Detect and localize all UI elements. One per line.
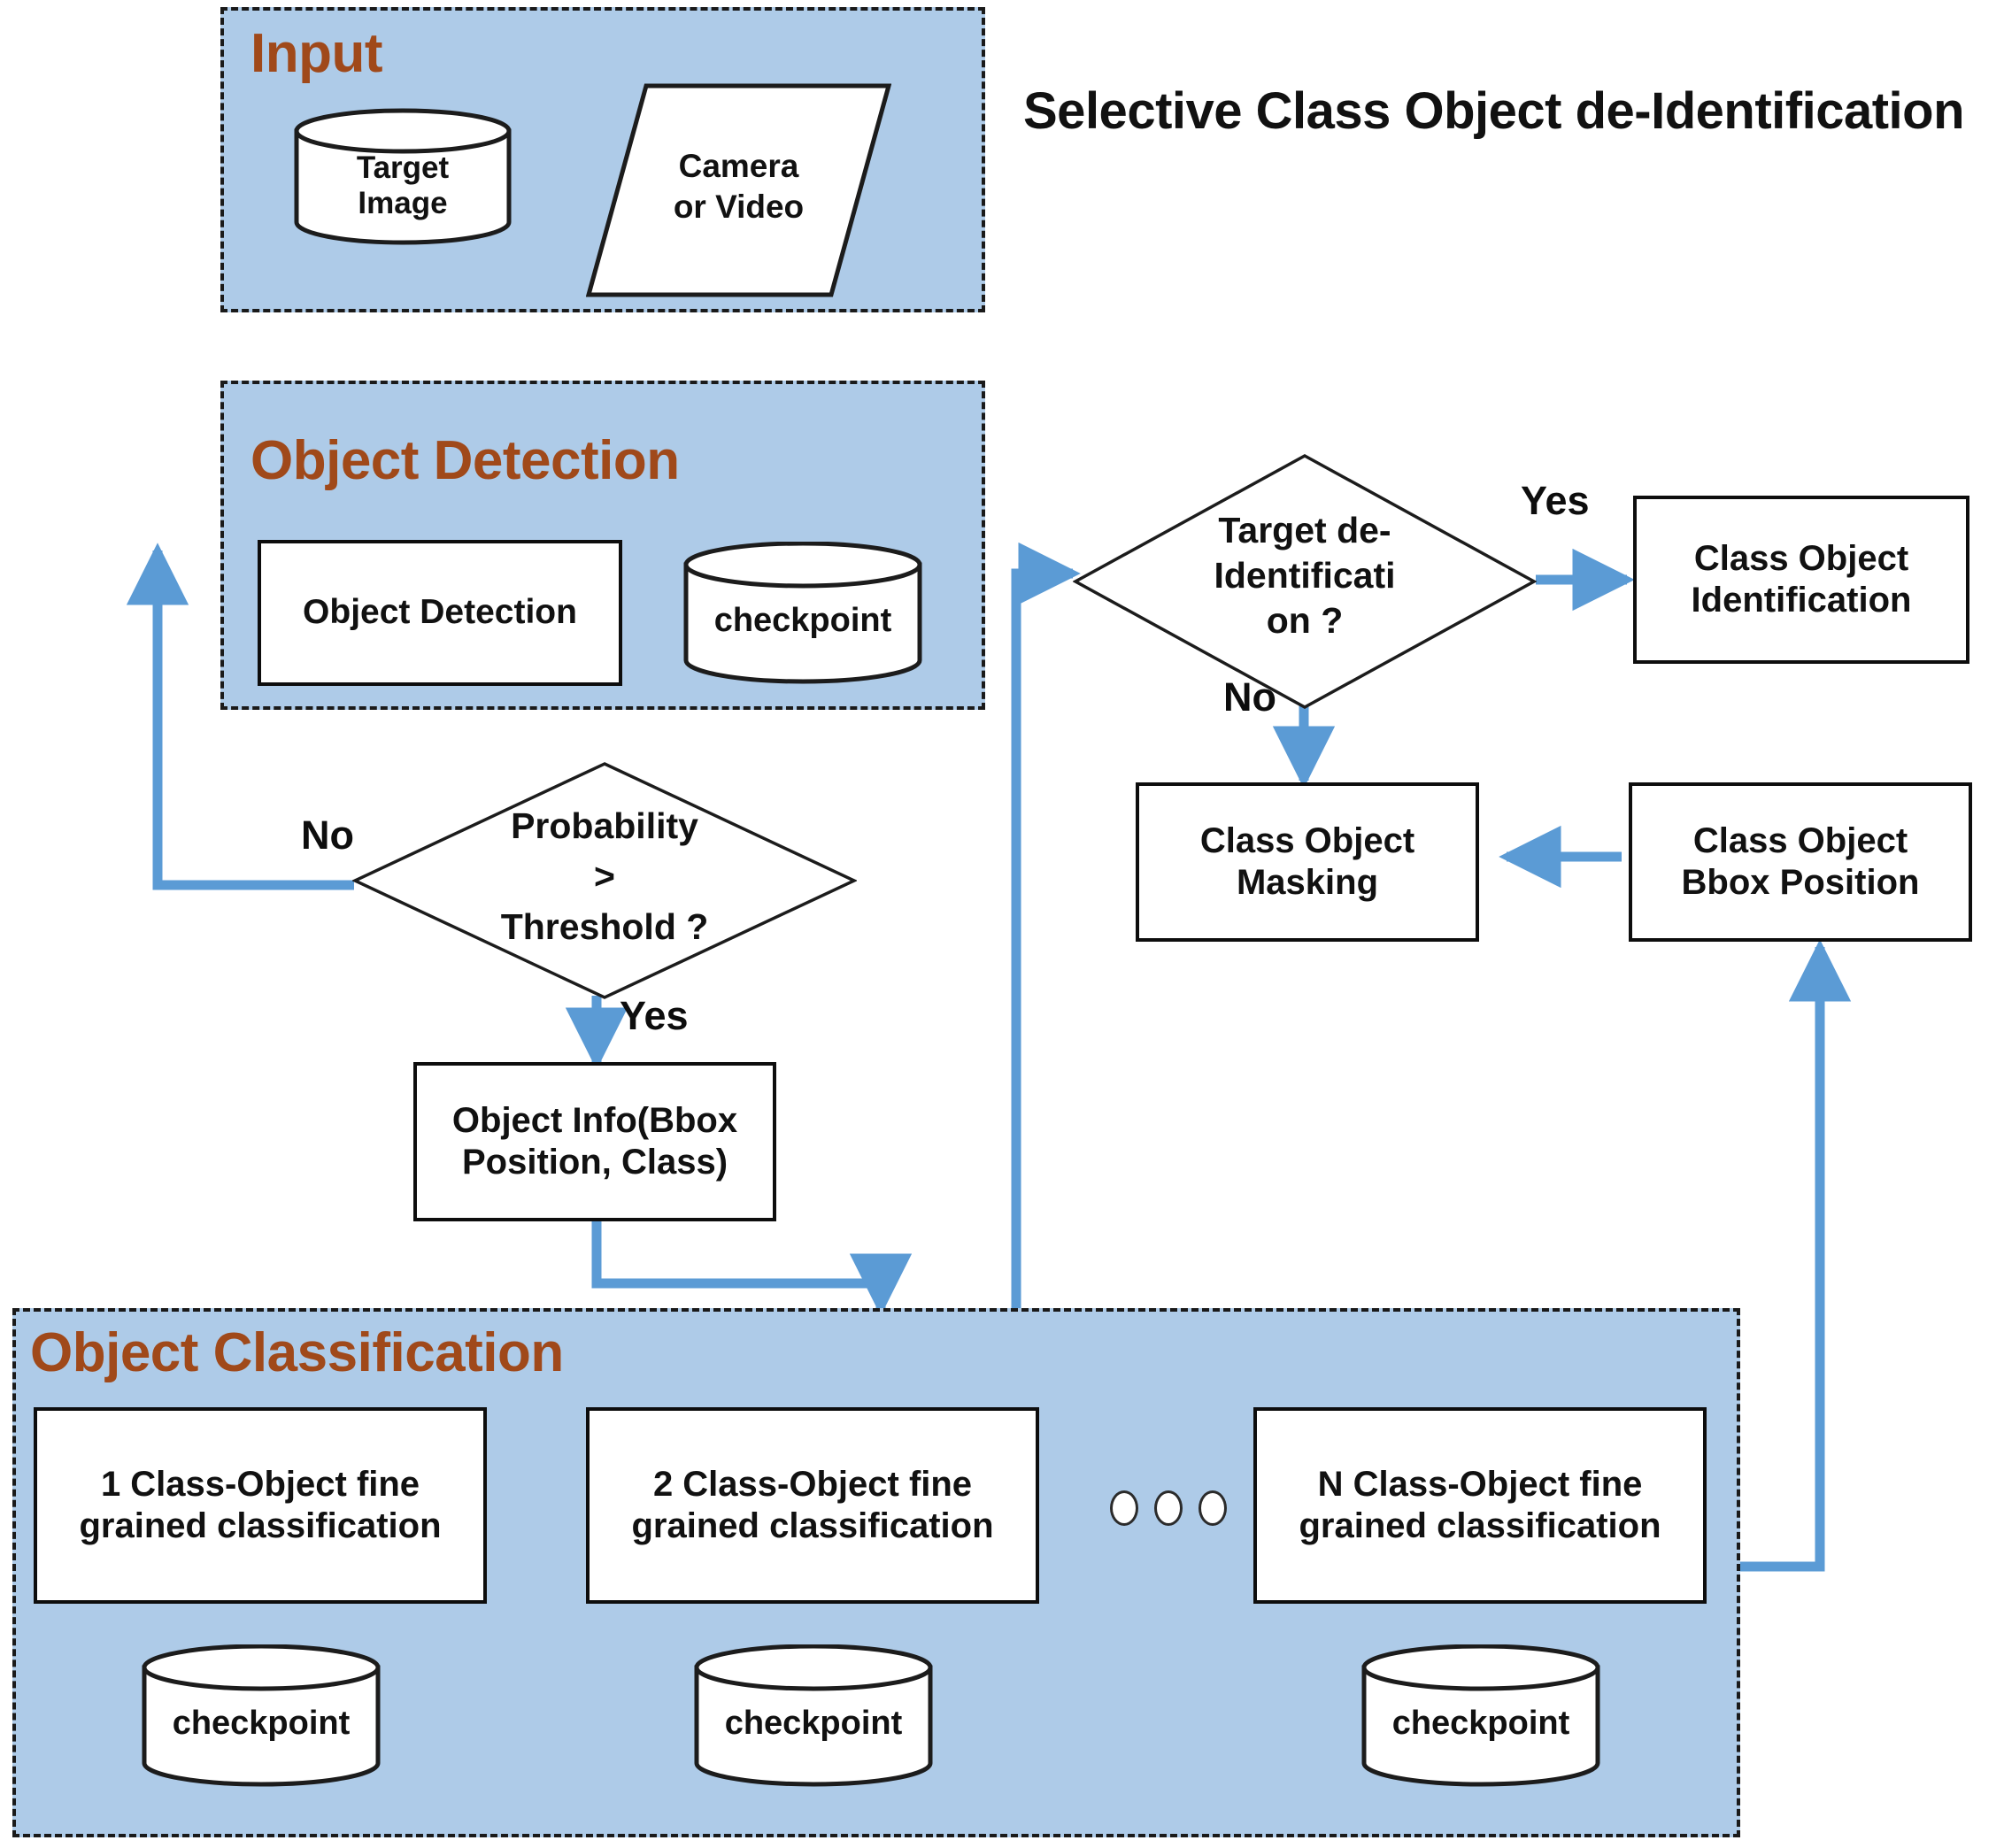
group-object-detection-title: Object Detection	[250, 430, 680, 491]
target-image-cylinder: Target Image	[294, 108, 512, 245]
probability-line3: Threshold ?	[500, 906, 709, 947]
classification-checkpoint-2-label: checkpoint	[724, 1705, 903, 1742]
classification-branch-n-line1: N Class-Object fine	[1317, 1464, 1643, 1504]
classification-branch-n: N Class-Object fine grained classificati…	[1253, 1407, 1707, 1604]
class-object-bbox-position-box: Class Object Bbox Position	[1629, 782, 1972, 942]
probability-line2: >	[594, 856, 615, 897]
classification-branch-2: 2 Class-Object fine grained classificati…	[586, 1407, 1039, 1604]
classification-branch-1-line1: 1 Class-Object fine	[100, 1464, 420, 1504]
classification-checkpoint-n-label: checkpoint	[1391, 1705, 1570, 1742]
group-object-classification-title: Object Classification	[30, 1322, 564, 1383]
ellipsis-dot-2	[1154, 1490, 1183, 1526]
deident-line3: on ?	[1266, 600, 1344, 641]
page-title: Selective Class Object de-Identification	[1023, 82, 1965, 140]
deident-no-label: No	[1223, 674, 1276, 720]
object-info-line2: Position, Class)	[461, 1143, 728, 1182]
group-input-title: Input	[250, 23, 383, 84]
classification-checkpoint-2: checkpoint	[694, 1644, 933, 1788]
probability-threshold-diamond: Probability > Threshold ?	[352, 761, 857, 1000]
ellipsis-dot-3	[1199, 1490, 1227, 1526]
camera-label-line1: Camera	[678, 148, 799, 184]
camera-or-video-parallelogram: Camera or Video	[586, 83, 891, 297]
deident-line1: Target de-	[1218, 510, 1391, 551]
class-object-identification-box: Class Object Identification	[1633, 496, 1969, 664]
ellipsis-dot-1	[1110, 1490, 1138, 1526]
probability-no-label: No	[301, 812, 354, 858]
class-object-bbox-line1: Class Object	[1692, 820, 1908, 860]
classification-checkpoint-1-label: checkpoint	[172, 1705, 351, 1742]
target-deidentification-diamond: Target de- Identificati on ?	[1073, 453, 1537, 710]
class-object-masking-box: Class Object Masking	[1136, 782, 1479, 942]
classification-checkpoint-1: checkpoint	[142, 1644, 381, 1788]
classification-branch-n-line2: grained classification	[1299, 1506, 1661, 1545]
object-info-line1: Object Info(Bbox	[451, 1100, 738, 1140]
target-image-label-line2: Image	[358, 186, 448, 220]
object-info-box: Object Info(Bbox Position, Class)	[413, 1062, 776, 1221]
probability-line1: Probability	[511, 805, 698, 846]
classification-branch-2-line1: 2 Class-Object fine	[652, 1464, 973, 1504]
classification-branch-1: 1 Class-Object fine grained classificati…	[34, 1407, 487, 1604]
detection-checkpoint-label: checkpoint	[713, 602, 892, 639]
object-detection-box: Object Detection	[258, 540, 622, 686]
classification-branch-2-line2: grained classification	[631, 1506, 994, 1545]
detection-checkpoint-cylinder: checkpoint	[683, 542, 922, 685]
classification-ellipsis-dots	[1110, 1490, 1227, 1526]
deident-yes-label: Yes	[1521, 478, 1590, 523]
classification-branch-1-line2: grained classification	[79, 1506, 442, 1545]
class-object-identification-line1: Class Object	[1693, 538, 1909, 578]
classification-checkpoint-n: checkpoint	[1361, 1644, 1600, 1788]
class-object-bbox-line2: Bbox Position	[1681, 863, 1920, 902]
probability-yes-label: Yes	[620, 993, 689, 1038]
camera-label-line2: or Video	[673, 189, 805, 225]
deident-line2: Identificati	[1214, 555, 1396, 596]
target-image-label-line1: Target	[356, 150, 450, 185]
class-object-identification-line2: Identification	[1691, 581, 1912, 620]
class-object-masking-line2: Masking	[1236, 863, 1379, 902]
class-object-masking-line1: Class Object	[1199, 820, 1415, 860]
